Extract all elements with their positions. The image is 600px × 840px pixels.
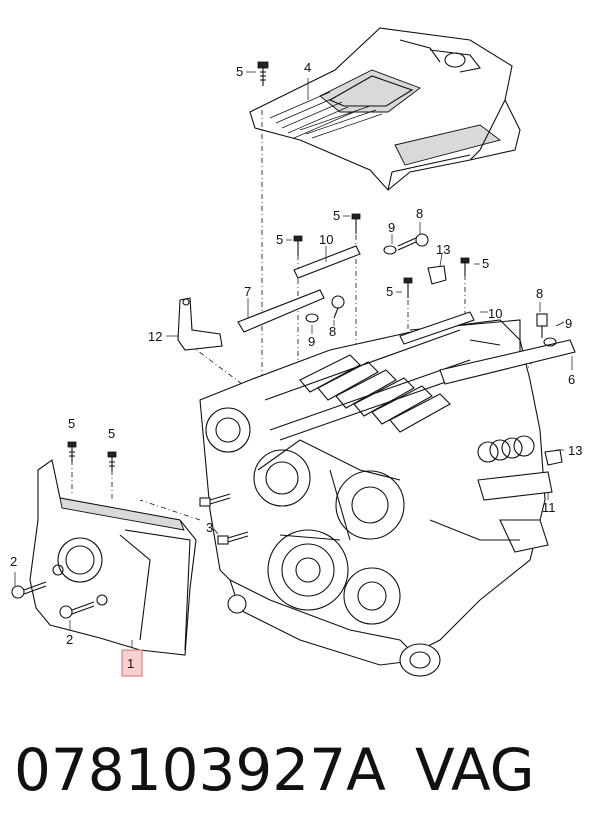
leader-lines [71, 110, 541, 521]
bracket-7 [237, 289, 325, 333]
callout-labels: 1 2 2 3 4 5 5 5 5 5 5 5 6 7 8 8 8 9 9 9 … [10, 60, 582, 677]
bolt-5-a [351, 213, 361, 234]
engine-cover [249, 27, 521, 191]
mounting-rail [439, 339, 576, 385]
bolt-5-d [403, 277, 413, 298]
callout-9b: 9 [308, 334, 315, 349]
callout-10b: 10 [488, 306, 502, 321]
callout-1: 1 [127, 656, 134, 671]
callout-4: 4 [304, 60, 311, 75]
callout-13a: 13 [436, 242, 450, 257]
callout-3: 3 [206, 520, 213, 535]
callout-5e: 5 [386, 284, 393, 299]
callout-11: 11 [542, 500, 556, 515]
callout-6: 6 [568, 372, 575, 387]
bolt-5-f [107, 451, 117, 472]
brand-label: VAG [415, 736, 535, 804]
bolt-8-b [331, 295, 345, 319]
callout-8a: 8 [416, 206, 423, 221]
bracket-12 [177, 297, 223, 351]
callout-9a: 9 [388, 220, 395, 235]
bracket-10-right [399, 311, 475, 345]
timing-belt-cover [29, 459, 197, 656]
callout-10a: 10 [319, 232, 333, 247]
bracket-10-upper [293, 245, 361, 279]
callout-9c: 9 [565, 316, 572, 331]
bolt-8-c [536, 313, 548, 338]
callout-8c: 8 [536, 286, 543, 301]
clip-13-right [544, 449, 563, 466]
callout-5d: 5 [482, 256, 489, 271]
bolt-2-a [11, 581, 47, 599]
part-number: 078103927A [14, 736, 386, 804]
callout-8b: 8 [329, 324, 336, 339]
bracket-11 [477, 471, 553, 501]
bolt-5-b [293, 235, 303, 256]
engine-exploded-diagram: 1 2 2 3 4 5 5 5 5 5 5 5 6 7 8 8 8 9 9 9 … [10, 27, 582, 677]
bolt-5-e [67, 441, 77, 462]
callout-5g: 5 [108, 426, 115, 441]
bolt-3-a [199, 493, 231, 507]
callout-5b: 5 [333, 208, 340, 223]
bolts [11, 61, 557, 619]
footer: 078103927A VAG [0, 730, 600, 810]
callout-13b: 13 [568, 443, 582, 458]
callout-7: 7 [244, 284, 251, 299]
callout-5f: 5 [68, 416, 75, 431]
bolt-5-cover [257, 61, 269, 86]
bolt-5-c [460, 257, 470, 276]
bolt-2-b [59, 601, 95, 619]
highlight-box-part-1 [121, 649, 143, 677]
engine-block [199, 319, 549, 677]
bolt-3-b [217, 531, 249, 545]
label-leaders [14, 71, 573, 648]
callout-2b: 2 [66, 632, 73, 647]
callout-12: 12 [148, 329, 162, 344]
callout-2a: 2 [10, 554, 17, 569]
callout-5a: 5 [236, 64, 243, 79]
bolt-8-a [397, 233, 429, 251]
clip-13-upper [427, 265, 447, 285]
callout-5c: 5 [276, 232, 283, 247]
